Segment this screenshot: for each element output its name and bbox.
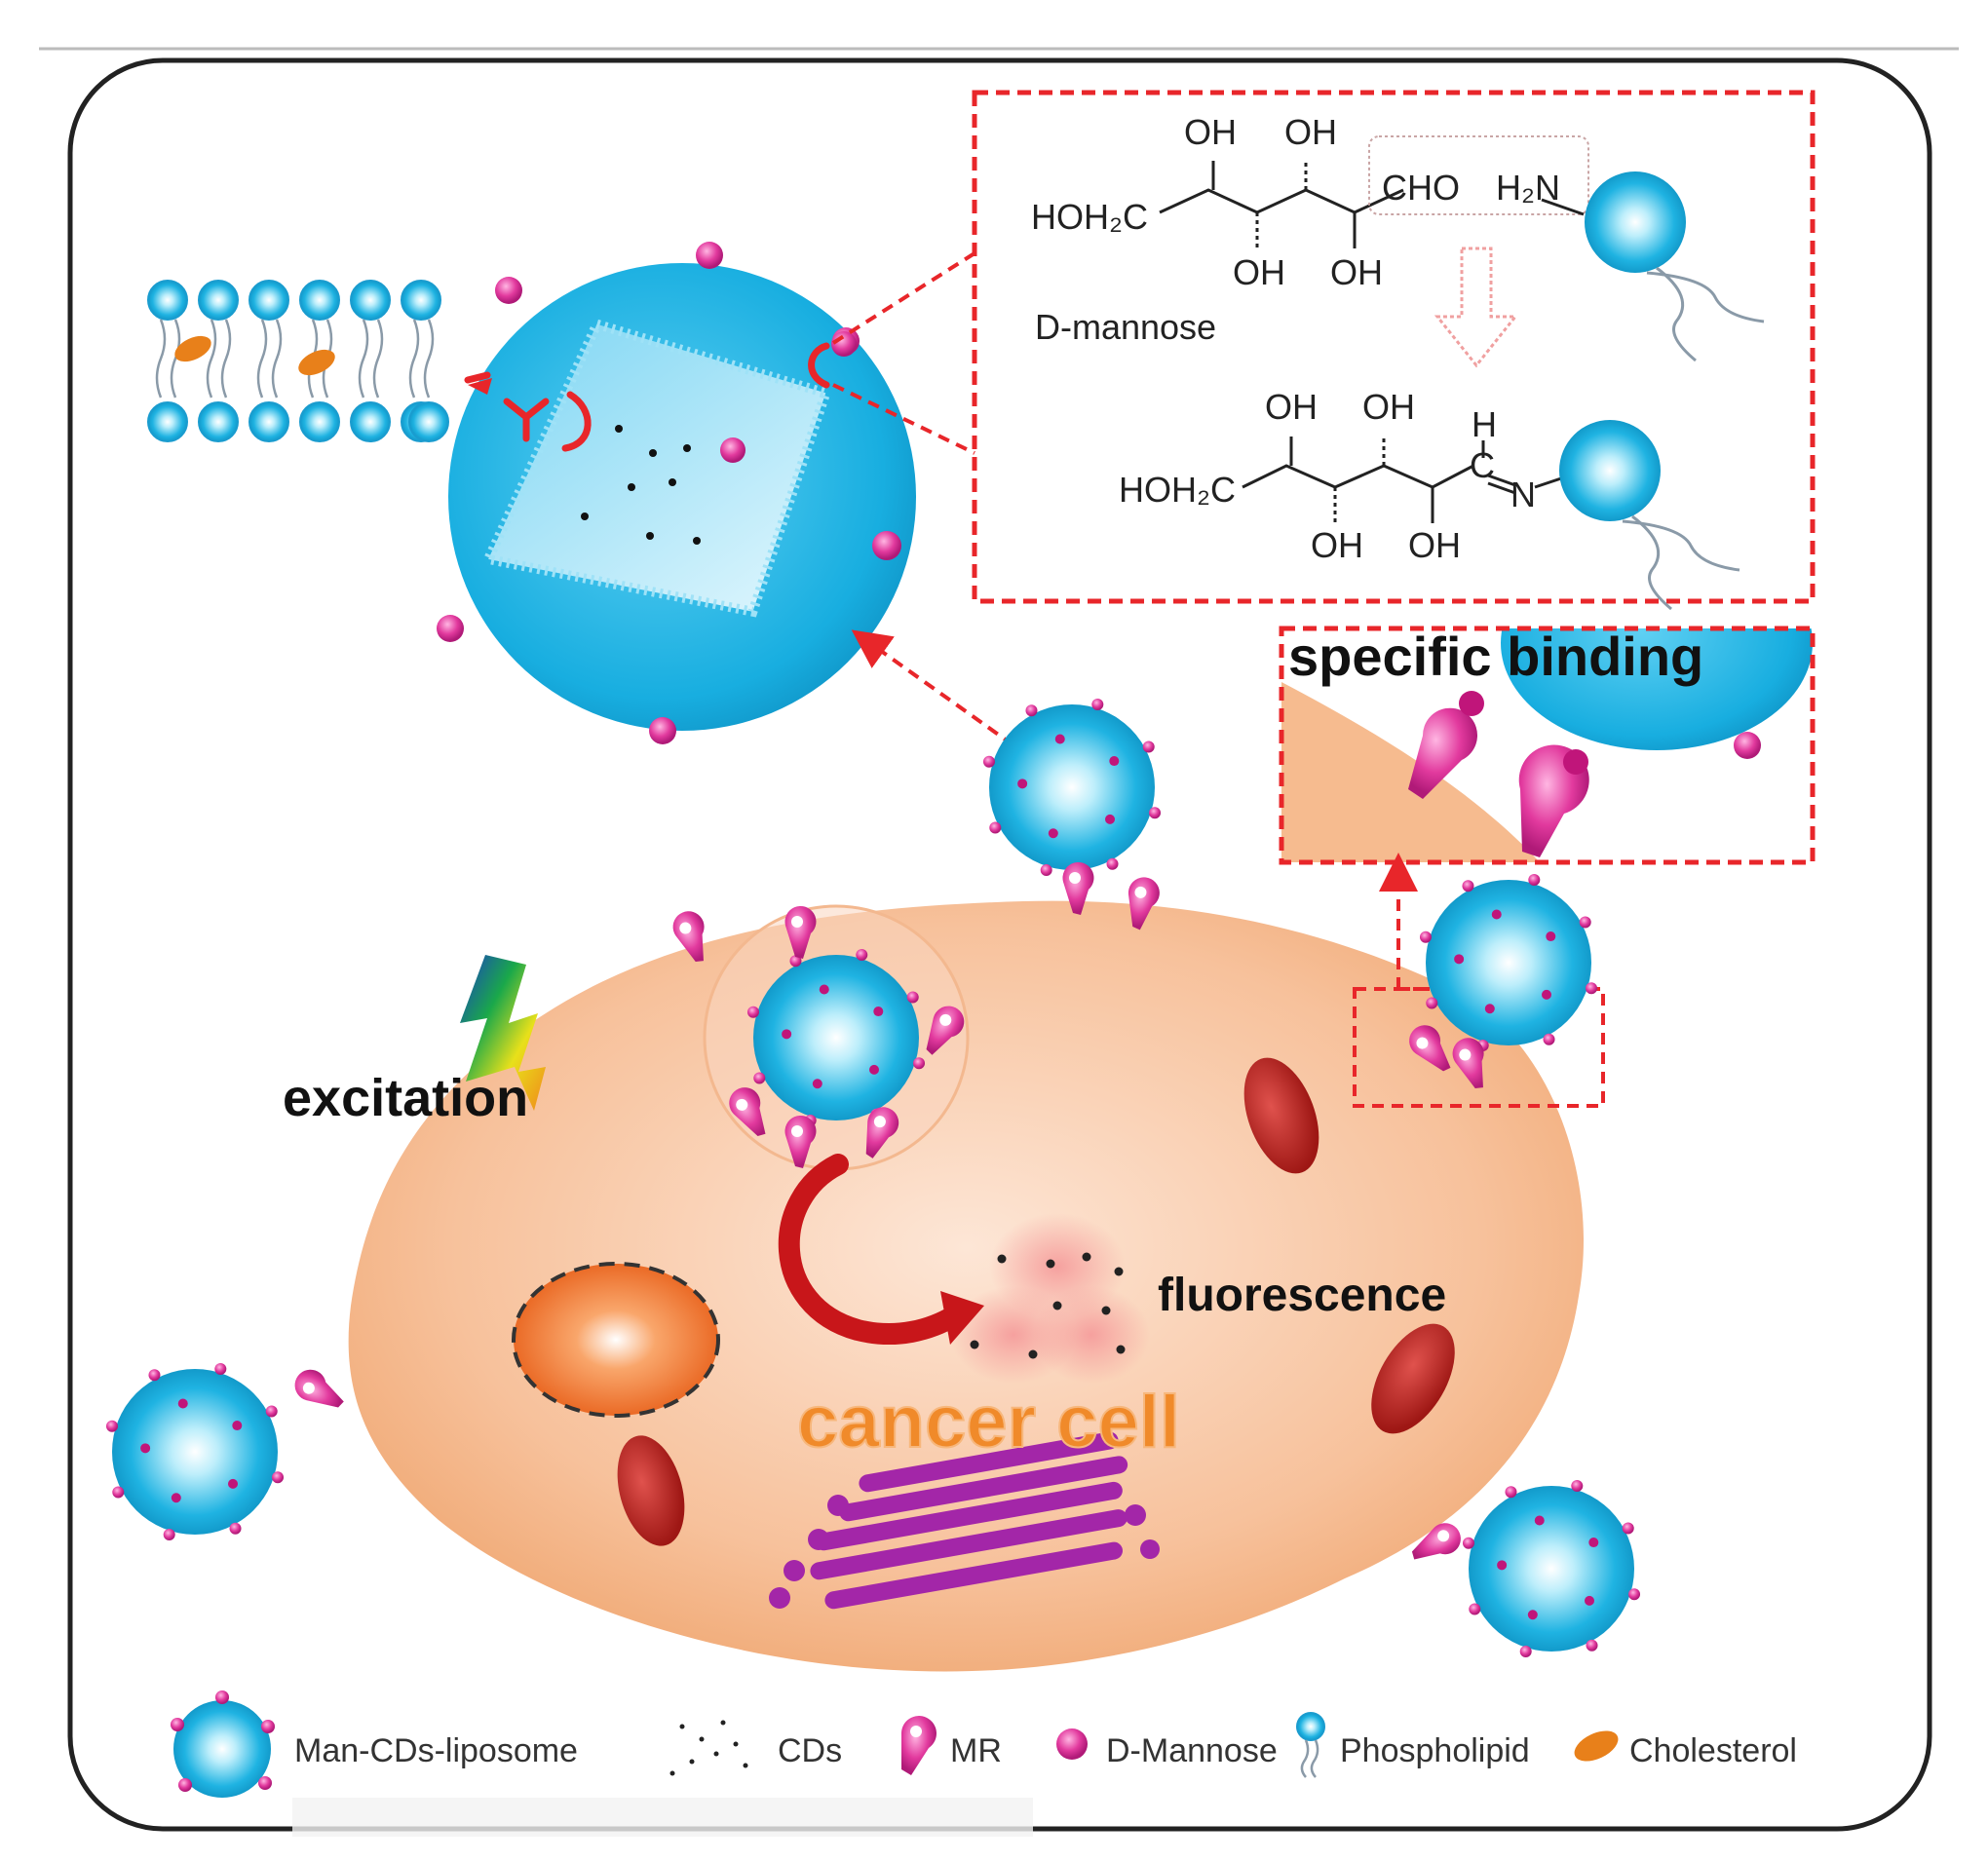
excitation-label: excitation bbox=[283, 1069, 528, 1127]
chem-reactant-labels: OH OH HOH₂C CHO H₂N OH OH D-mannose bbox=[1031, 112, 1560, 347]
cds-icon bbox=[669, 1720, 748, 1776]
chem-phospholipid-bottom bbox=[1559, 420, 1740, 611]
small-liposomes bbox=[105, 698, 1641, 1658]
watermark-strip bbox=[292, 1798, 1033, 1837]
mannose-receptors bbox=[294, 861, 1484, 1560]
mr-receptor bbox=[294, 1369, 344, 1408]
product-oh-1: OH bbox=[1265, 387, 1318, 427]
small-liposome bbox=[105, 1362, 285, 1541]
product-c: C bbox=[1470, 445, 1495, 485]
excitation-bolt-icon bbox=[460, 955, 546, 1111]
product-oh-4: OH bbox=[1408, 525, 1461, 565]
reaction-arrow-icon bbox=[1434, 247, 1519, 368]
mr-receptor bbox=[865, 1107, 899, 1158]
leader-line-bottom bbox=[832, 383, 975, 455]
fluorescence-glow bbox=[950, 1213, 1150, 1384]
phospholipid-bilayer bbox=[147, 280, 449, 442]
mr-receptor-icon bbox=[900, 1716, 937, 1775]
mr-receptor bbox=[784, 1115, 817, 1168]
fluorescent-cds bbox=[970, 1252, 1126, 1359]
reactant-oh-3: OH bbox=[1233, 252, 1285, 292]
product-oh-3: OH bbox=[1311, 525, 1363, 565]
legend-label-cds: CDs bbox=[778, 1732, 842, 1769]
product-oh-2: OH bbox=[1362, 387, 1415, 427]
specific-binding-box bbox=[1279, 626, 1816, 865]
mr-receptor bbox=[926, 1006, 965, 1055]
small-liposome bbox=[982, 698, 1162, 877]
cholesterol-icon bbox=[1574, 1730, 1619, 1762]
legend: Man-CDs-liposome CDs MR D-Mannose Phosph… bbox=[171, 1690, 1797, 1798]
product-n: N bbox=[1510, 475, 1536, 514]
mr-receptor bbox=[1409, 1025, 1451, 1072]
specific-binding-label: specific binding bbox=[1288, 626, 1703, 687]
leader-line-top bbox=[831, 251, 976, 345]
mr-receptor bbox=[1062, 861, 1094, 915]
internalization-arrowhead bbox=[940, 1291, 984, 1345]
nucleus bbox=[512, 1262, 720, 1418]
cancer-cell-label: cancer cell bbox=[797, 1381, 1180, 1463]
mr-receptor bbox=[1452, 1038, 1484, 1089]
mr-receptor bbox=[672, 911, 705, 963]
reaction-site-box bbox=[1368, 135, 1589, 215]
chem-product-labels: OH OH HOH₂C H C N OH OH bbox=[1119, 387, 1536, 565]
product-skeleton bbox=[1242, 437, 1565, 523]
legend-label-cholesterol: Cholesterol bbox=[1629, 1732, 1797, 1769]
reactant-oh-2: OH bbox=[1284, 112, 1337, 152]
small-liposome bbox=[1419, 873, 1598, 1052]
reactant-hoh2c: HOH₂C bbox=[1031, 197, 1148, 237]
mr-receptor bbox=[784, 905, 817, 959]
internalization-arrow bbox=[778, 1154, 966, 1346]
legend-label-phospholipid: Phospholipid bbox=[1340, 1732, 1530, 1769]
cholesterol-molecule bbox=[174, 335, 211, 362]
liposome-icon bbox=[171, 1690, 275, 1798]
legend-label-liposome: Man-CDs-liposome bbox=[294, 1732, 578, 1769]
legend-label-mannose: D-Mannose bbox=[1106, 1732, 1278, 1769]
reactant-oh-1: OH bbox=[1184, 112, 1237, 152]
product-hoh2c: HOH₂C bbox=[1119, 470, 1236, 510]
mitochondria bbox=[617, 1057, 1455, 1546]
mr-receptor bbox=[729, 1087, 766, 1137]
legend-label-mr: MR bbox=[950, 1732, 1002, 1769]
small-liposome bbox=[746, 948, 926, 1127]
reactant-h2n: H₂N bbox=[1496, 168, 1560, 208]
d-mannose-label: D-mannose bbox=[1035, 307, 1216, 347]
mr-receptor bbox=[1128, 877, 1160, 930]
zoom-arrow bbox=[851, 629, 1015, 747]
cholesterol-molecule bbox=[298, 349, 335, 376]
fluorescence-label: fluorescence bbox=[1158, 1270, 1446, 1321]
golgi-apparatus bbox=[769, 1431, 1160, 1610]
chemistry-box bbox=[972, 90, 1816, 604]
product-h: H bbox=[1472, 404, 1497, 444]
chem-phospholipid-top bbox=[1541, 171, 1765, 362]
reactant-skeleton bbox=[1159, 161, 1404, 248]
phospholipid-icon bbox=[1296, 1712, 1325, 1778]
reactant-cho: CHO bbox=[1382, 168, 1460, 208]
reactant-oh-4: OH bbox=[1330, 252, 1383, 292]
mannose-icon bbox=[1056, 1728, 1088, 1760]
mr-receptor bbox=[1411, 1523, 1461, 1560]
large-liposome bbox=[437, 242, 916, 744]
small-liposome bbox=[1462, 1479, 1641, 1658]
